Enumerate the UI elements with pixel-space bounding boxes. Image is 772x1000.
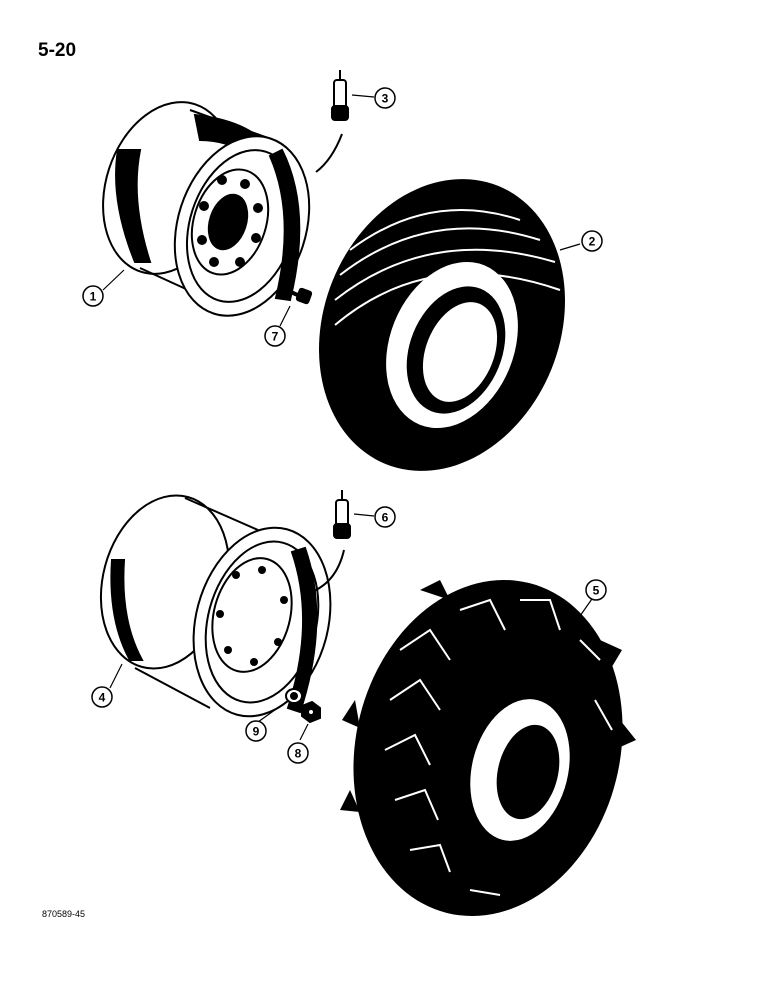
callout-number: 5 [593, 584, 600, 598]
callout-circle [287, 742, 309, 764]
rear-rim-drawing [99, 494, 332, 718]
front-valve-stem-drawing [315, 70, 349, 173]
bolt-drawing [285, 287, 313, 305]
callout-number: 7 [272, 330, 279, 344]
washer-drawing [285, 688, 303, 704]
nut-drawing [301, 700, 321, 724]
callout-circle [581, 230, 603, 252]
front-rim-drawing [102, 101, 311, 317]
callout-number: 8 [295, 747, 302, 761]
figure-code: 870589-45 [42, 909, 86, 919]
callout-circle [245, 720, 267, 742]
callout-2: 2 [581, 230, 603, 252]
callout-number: 1 [90, 290, 97, 304]
callout-4: 4 [91, 686, 113, 708]
callout-3: 3 [374, 87, 396, 109]
callout-5: 5 [585, 579, 607, 601]
callout-number: 2 [589, 235, 596, 249]
callout-number: 9 [253, 725, 260, 739]
front-tire-drawing [319, 179, 565, 471]
callout-number: 6 [382, 511, 389, 525]
callout-7: 7 [264, 325, 286, 347]
callout-9: 9 [245, 720, 267, 742]
callout-6: 6 [374, 506, 396, 528]
rear-tire-drawing [340, 579, 636, 917]
callout-8: 8 [287, 742, 309, 764]
callout-circle [264, 325, 286, 347]
callout-circle [374, 87, 396, 109]
callout-circle [91, 686, 113, 708]
callout-number: 4 [99, 691, 106, 705]
callout-layer: 1 2 3 4 5 6 7 8 9 [82, 87, 607, 764]
callout-circle [82, 285, 104, 307]
callout-number: 3 [382, 92, 389, 106]
callout-1: 1 [82, 285, 104, 307]
callout-circle [585, 579, 607, 601]
callout-circle [374, 506, 396, 528]
rear-valve-stem-drawing [305, 490, 351, 595]
page-number: 5-20 [38, 40, 77, 61]
